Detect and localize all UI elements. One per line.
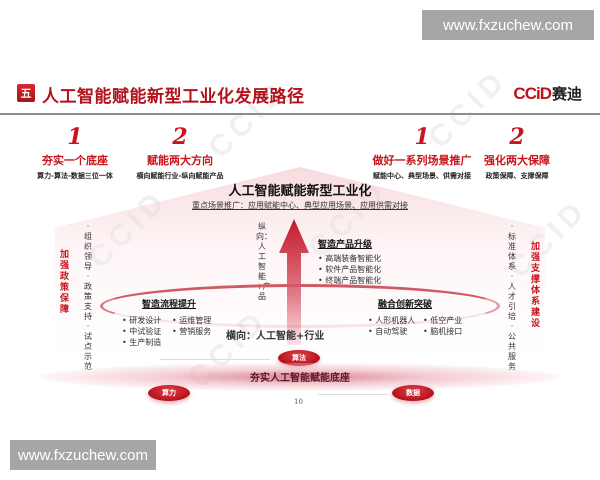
- list-item: 组织领导: [84, 232, 92, 271]
- algorithm-pill: 算法: [278, 350, 320, 366]
- ellipse-ring: [100, 284, 500, 328]
- list-item: 试点示范: [84, 332, 92, 371]
- list-item: 人才引培: [508, 282, 516, 321]
- page-number: 10: [294, 398, 303, 406]
- bullet-dot: ·: [510, 272, 514, 281]
- pillar-subtitle: 政策保障、支撑保障: [485, 172, 549, 180]
- list-item: 自动驾驶: [368, 326, 415, 337]
- divider-line: [160, 359, 270, 360]
- list-item: 人形机器人: [368, 315, 415, 326]
- list-item: 高端装备智能化: [318, 253, 381, 264]
- list-item: 生产制造: [122, 337, 161, 348]
- logo-en: CCiD: [513, 83, 552, 103]
- pillar-guarantees: 2 强化两大保障 政策保障、支撑保障: [462, 124, 572, 181]
- list-item: 终端产品智能化: [318, 275, 381, 286]
- focus-scenarios-line: 重点场景推广：应用赋能中心、典型应用场景、应用供需对接: [192, 201, 408, 210]
- list-item: 标准体系: [508, 232, 516, 271]
- list-item: 政策支持: [84, 282, 92, 321]
- pillar-number: 2: [172, 124, 188, 150]
- bullet-dot: ·: [86, 322, 90, 331]
- pillar-subtitle: 算力-算法-数据三位一体: [37, 172, 113, 180]
- left-side-title: 加强政策保障: [59, 250, 69, 315]
- pillar-title: 夯实一个底座: [42, 154, 108, 167]
- bullet-dot: ·: [86, 272, 90, 281]
- innovation-list-1: 人形机器人 自动驾驶: [368, 315, 415, 337]
- site-watermark-bottom: www.fxzuchew.com: [10, 440, 156, 470]
- pillar-title: 做好一系列场景推广: [372, 154, 472, 167]
- bullet-dot: ·: [86, 222, 90, 231]
- upward-arrow-icon: [279, 219, 309, 345]
- pillar-number: 2: [509, 124, 525, 150]
- list-item: 软件产品智能化: [318, 264, 381, 275]
- left-side-list: · 组织领导 · 政策支持 · 试点示范: [82, 222, 94, 372]
- process-upgrade-list-1: 研发设计 中试验证 生产制造: [122, 315, 161, 348]
- pillar-number: 1: [67, 124, 83, 150]
- list-item: 中试验证: [122, 326, 161, 337]
- pillar-subtitle: 横向赋能行业-纵向赋能产品: [136, 172, 224, 180]
- site-watermark-top: www.fxzuchew.com: [422, 10, 594, 40]
- pillar-directions: 2 赋能两大方向 横向赋能行业-纵向赋能产品: [120, 124, 240, 181]
- pillar-title: 赋能两大方向: [147, 154, 213, 167]
- pillar-foundation: 1 夯实一个底座 算力-算法-数据三位一体: [20, 124, 130, 181]
- data-pill: 数据: [392, 385, 434, 401]
- product-upgrade-title: 智造产品升级: [318, 240, 373, 250]
- pillar-title: 强化两大保障: [484, 154, 550, 167]
- list-item: 公共服务: [508, 332, 516, 371]
- pillar-number: 1: [414, 124, 430, 150]
- bullet-dot: ·: [510, 222, 514, 231]
- right-side-list: · 标准体系 · 人才引培 · 公共服务: [506, 222, 518, 372]
- header-divider: [0, 113, 600, 115]
- right-side-title: 加强支撑体系建设: [530, 242, 540, 329]
- list-item: 研发设计: [122, 315, 161, 326]
- slide: CCID CCID CCID CCID CCID CCID 五 人工智能赋能新型…: [0, 72, 600, 432]
- process-upgrade-list-2: 运维管理 营销服务: [172, 315, 211, 337]
- page-title: 人工智能赋能新型工业化发展路径: [42, 87, 305, 107]
- product-upgrade-list: 高端装备智能化 软件产品智能化 终端产品智能化: [318, 253, 381, 286]
- divider-line: [318, 394, 388, 395]
- list-item: 低空产业: [423, 315, 462, 326]
- pillar-scenarios: 1 做好一系列场景推广 赋能中心、典型场景、供需对接: [362, 124, 482, 181]
- list-item: 营销服务: [172, 326, 211, 337]
- list-item: 运维管理: [172, 315, 211, 326]
- section-number-badge: 五: [17, 84, 35, 102]
- innovation-list-2: 低空产业 脑机接口: [423, 315, 462, 337]
- foundation-band: [40, 363, 560, 391]
- logo-cn: 赛迪: [551, 85, 582, 103]
- ccid-logo: CCiD 赛迪: [513, 83, 582, 104]
- process-upgrade-title: 智造流程提升: [142, 300, 197, 310]
- bullet-dot: ·: [510, 322, 514, 331]
- slide-header: 五 人工智能赋能新型工业化发展路径 CCiD 赛迪: [0, 72, 600, 116]
- horizontal-direction-label: 横向：人工智能+行业: [226, 331, 325, 342]
- innovation-title: 融合创新突破: [378, 300, 433, 310]
- foundation-label: 夯实人工智能赋能底座: [250, 373, 350, 384]
- compute-pill: 算力: [148, 385, 190, 401]
- center-title: 人工智能赋能新型工业化: [228, 184, 372, 199]
- list-item: 脑机接口: [423, 326, 462, 337]
- pillar-subtitle: 赋能中心、典型场景、供需对接: [373, 172, 471, 180]
